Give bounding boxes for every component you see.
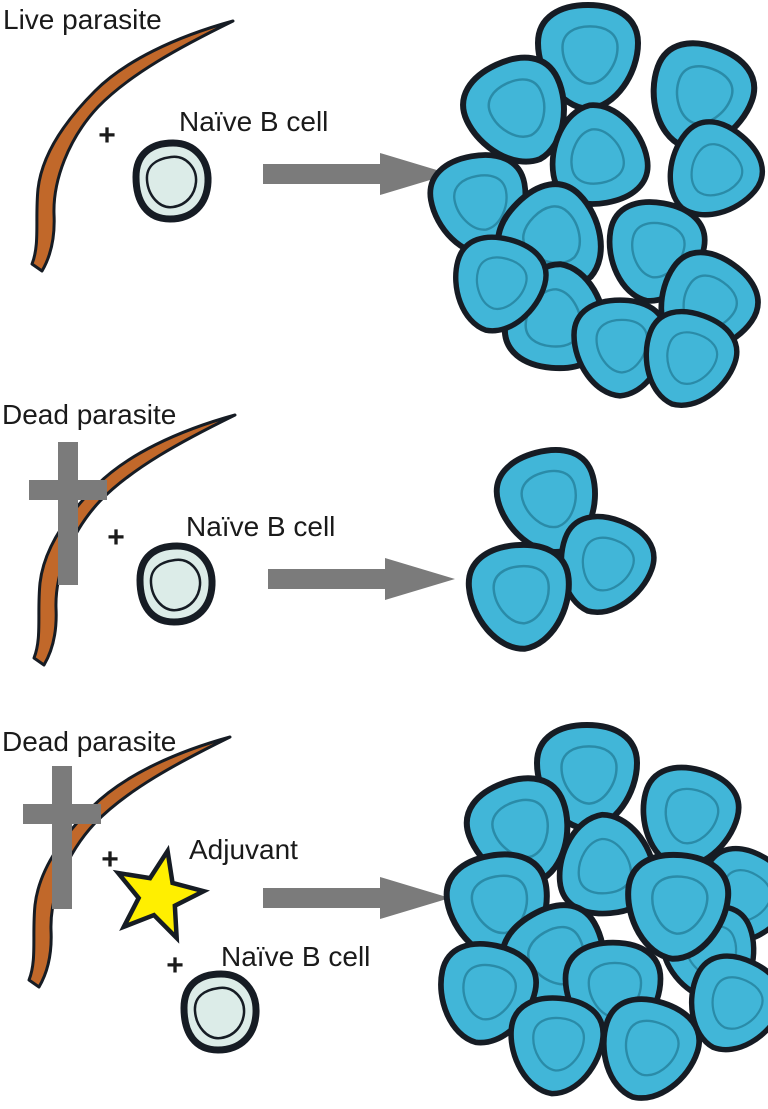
naive-b-cell-icon [184,974,256,1050]
activated-b-cell-icon [466,541,575,653]
arrow-right-icon [268,558,455,600]
activated-b-cell-cluster [429,725,768,1109]
activated-b-cell-cluster [425,5,768,419]
naive-b-cell-icon [140,546,212,622]
row-dead-parasite: Dead parasite + Naïve B cell [2,399,664,667]
row-dead-parasite-adjuvant: Dead parasite + Adjuvant + Naïve B cell [2,725,768,1109]
naive-b-cell-icon [136,143,208,219]
dead-cross-icon [29,442,107,585]
arrow-right-icon [263,153,450,195]
plus-sign: + [101,843,119,876]
plus-sign: + [166,949,184,982]
naive-b-cell-label: Naïve B cell [179,106,328,137]
dead-parasite-label: Dead parasite [2,399,176,430]
parasite-worm-icon [30,19,235,273]
activated-b-cell-icon [506,994,606,1097]
live-parasite-label: Live parasite [3,4,162,35]
arrow-right-icon [263,877,450,919]
naive-b-cell-label: Naïve B cell [221,941,370,972]
plus-sign: + [98,119,116,152]
adjuvant-star-icon [112,844,211,944]
plus-sign: + [107,521,125,554]
naive-b-cell-label: Naïve B cell [186,511,335,542]
dead-parasite-label: Dead parasite [2,726,176,757]
adjuvant-label: Adjuvant [189,834,298,865]
row-live-parasite: Live parasite + Naïve B cell [3,4,768,419]
dead-cross-icon [23,766,101,909]
activated-b-cell-cluster [466,440,664,653]
